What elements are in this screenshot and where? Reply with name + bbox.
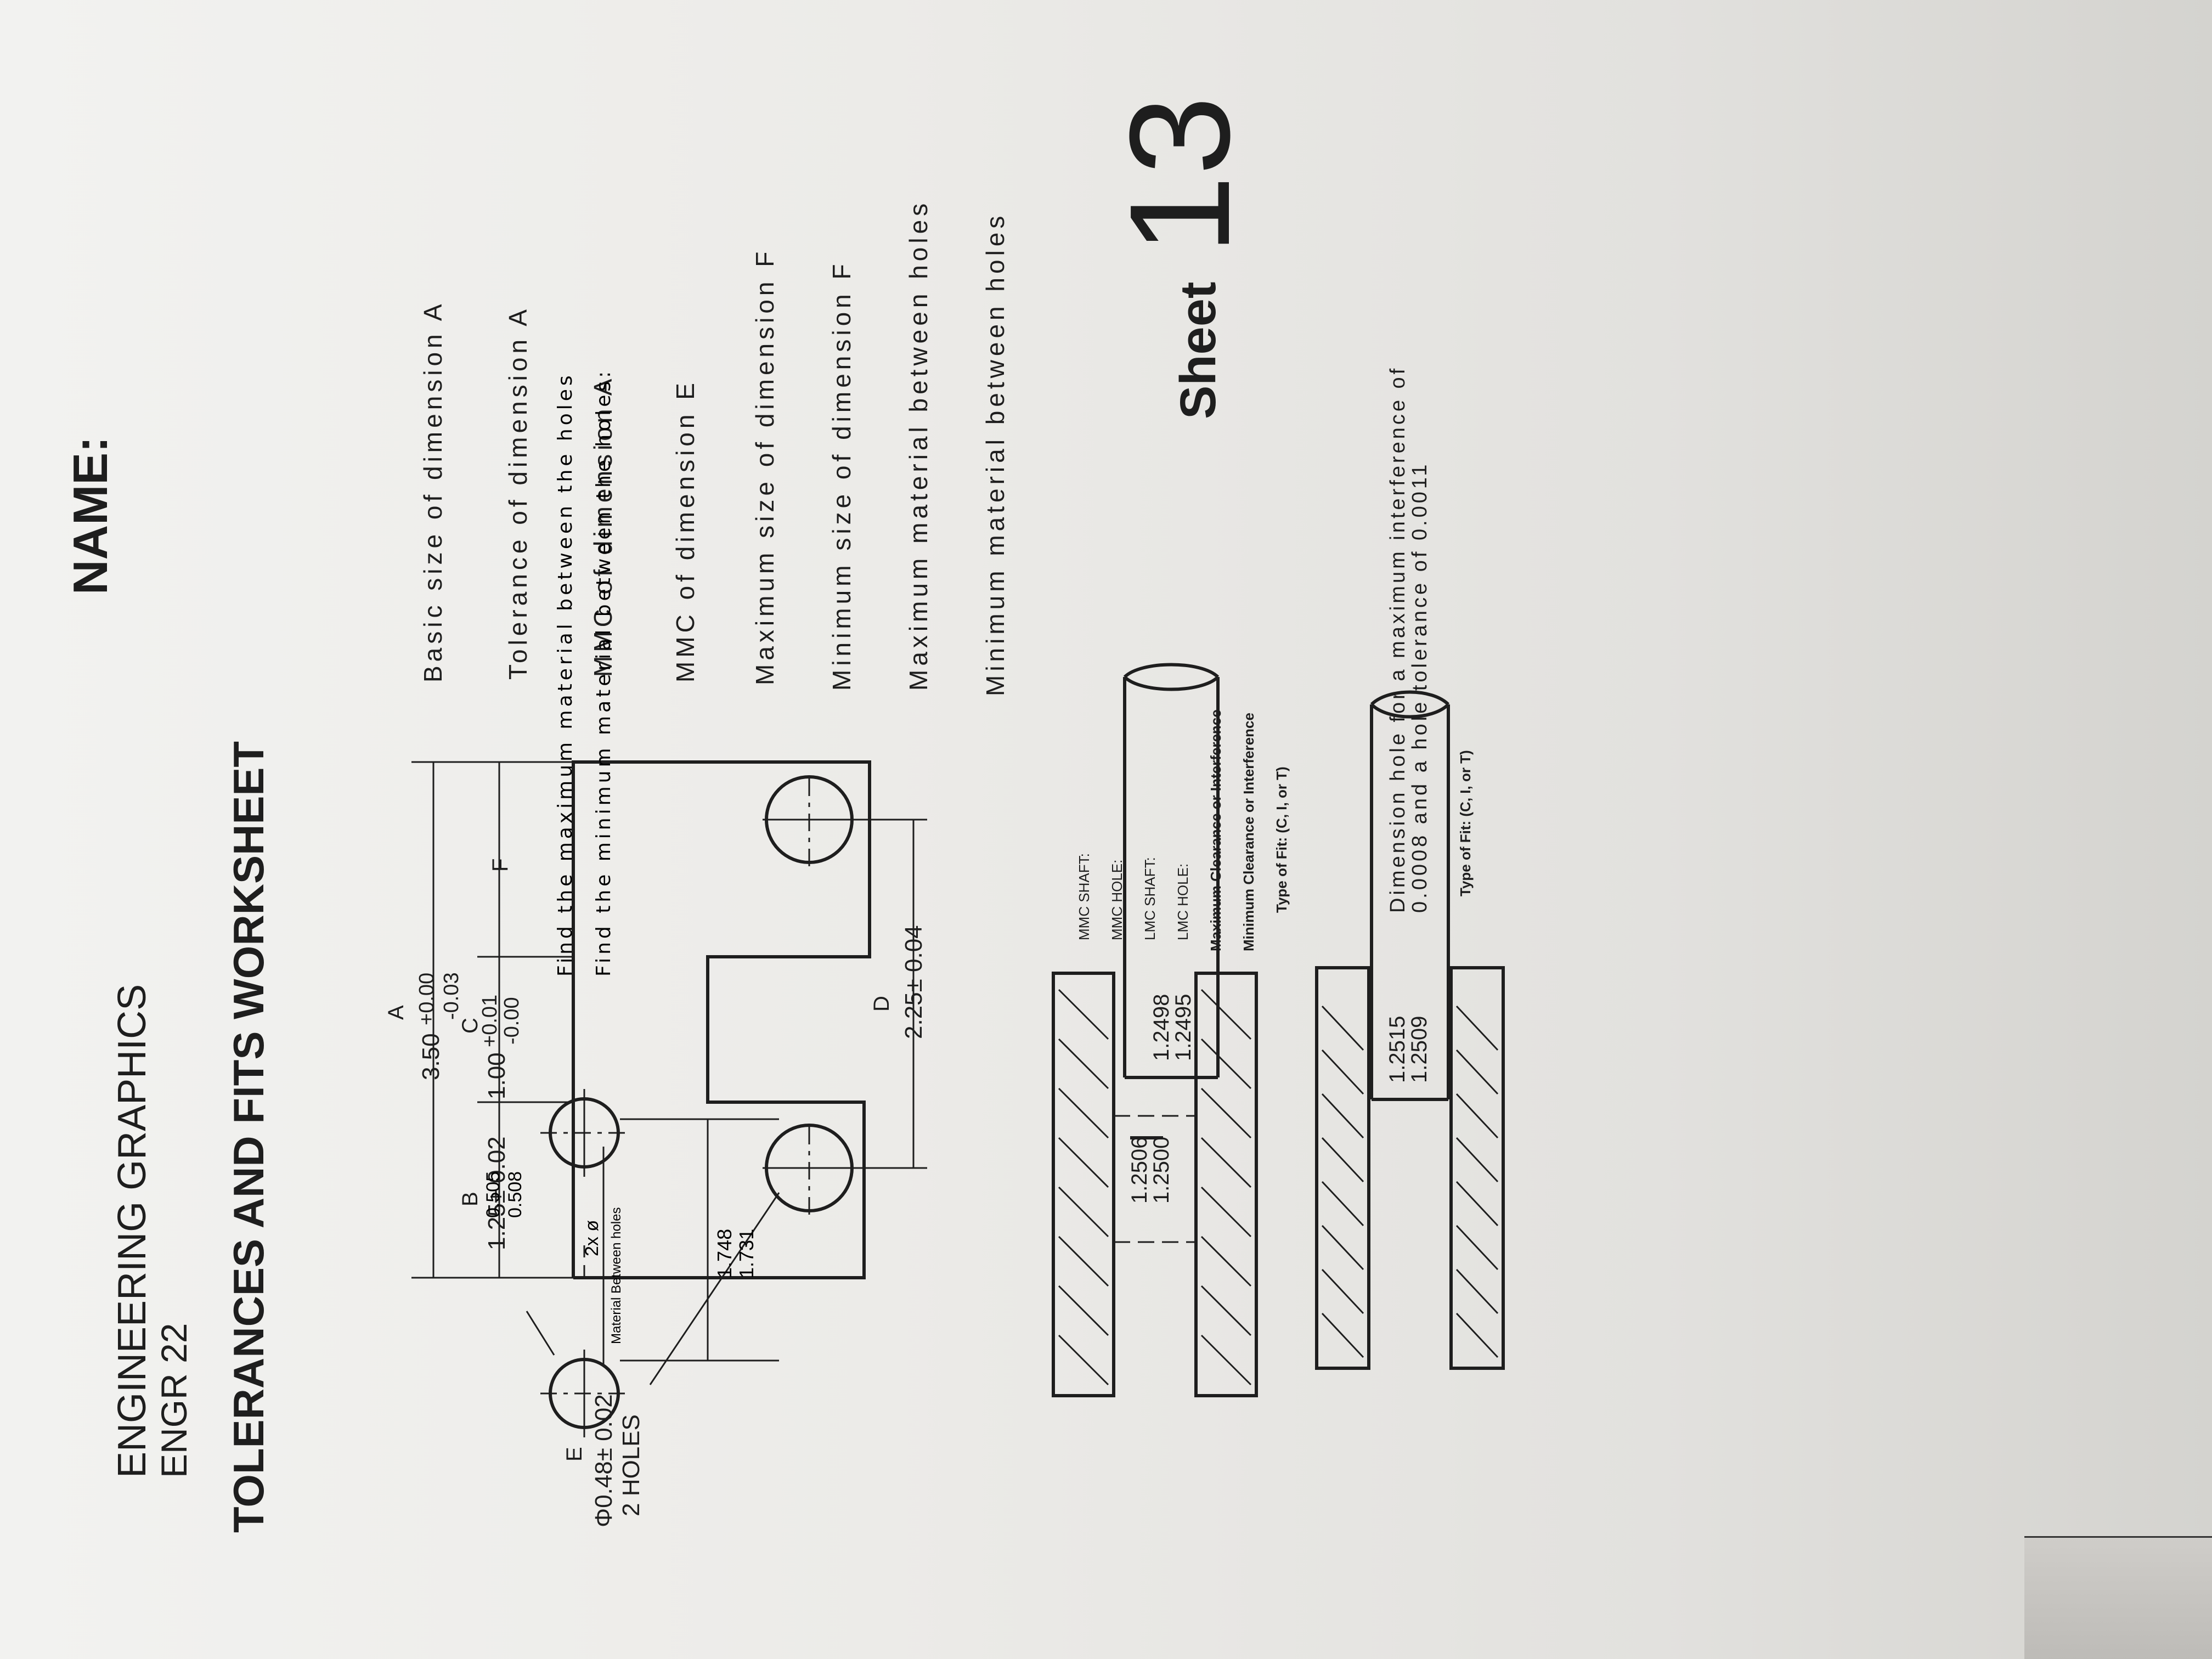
dim-c-text: 1.00	[483, 1052, 510, 1099]
dim-c-upper-text: +0.01	[478, 995, 501, 1047]
fit-1-type-text: Type of Fit: (C, I, or T)	[1273, 766, 1290, 913]
fit-2-instruction-1-text: Dimension hole for a maximum interferenc…	[1386, 366, 1409, 913]
dim-c-lower-text: -0.00	[500, 997, 523, 1045]
q4: MMC of dimension E	[671, 379, 699, 682]
dim-a-upper-text: +0.00	[415, 973, 438, 1025]
holes-spacing-upper: 1.748	[713, 1228, 736, 1278]
fit-1-lmc-hole-text: LMC HOLE:	[1175, 864, 1191, 940]
fit-1-mmc-hole-text: MMC HOLE:	[1109, 860, 1125, 940]
name-label-text: NAME:	[63, 437, 117, 595]
label-f-text: F	[488, 859, 512, 872]
fit-1-lmc-shaft-text: LMC SHAFT:	[1142, 857, 1158, 940]
holes-material-label: Material Between holes	[609, 1207, 624, 1344]
fit-1-hole-upper-text: 1.2506	[1127, 1137, 1152, 1204]
label-c-text: C	[458, 1018, 482, 1034]
q8: Minimum material between holes	[981, 212, 1009, 696]
dim-a-lower-text: -0.03	[440, 972, 463, 1020]
worksheet-title-text: TOLERANCES AND FITS WORKSHEET	[224, 741, 273, 1533]
fit-1-geometry	[1052, 663, 1258, 1397]
fit-2-shaft-lower-text: 1.2509	[1407, 1016, 1431, 1083]
holes-question-max: Find the maximum material between the ho…	[554, 372, 577, 977]
fit-1-shaft-lower-text: 1.2495	[1171, 994, 1195, 1061]
holes-question-min: Find the minimum material between the ho…	[592, 368, 615, 977]
fit-2-instruction-2-text: 0.0008 and a hole tolerance of 0.0011	[1408, 462, 1431, 913]
label-e-text: E	[562, 1447, 586, 1462]
dim-b-text: 1.25± 0.02	[483, 1136, 510, 1250]
fit-1-hatching	[1058, 989, 1252, 1386]
sheet-number-text: 13	[1101, 96, 1260, 255]
fit-2-type-text: Type of Fit: (C, I, or T)	[1457, 750, 1474, 896]
part-dimension-lines	[411, 761, 927, 1385]
course-title-text: ENGINEERING GRAPHICS	[110, 984, 154, 1478]
holes-note: 2x ø	[582, 1220, 602, 1256]
fit-2-shaft-upper-text: 1.2515	[1385, 1016, 1409, 1083]
sheet-label-text: Sheet	[1170, 281, 1226, 419]
fit-2-geometry	[1315, 690, 1505, 1370]
holes-dia-upper: 0.505	[483, 1171, 504, 1218]
fit-1-mmc-shaft-text: MMC SHAFT:	[1076, 853, 1092, 940]
dim-e-text: Φ0.48± 0.02	[590, 1394, 617, 1527]
dim-e-note-text: 2 HOLES	[618, 1414, 645, 1516]
label-d-text: D	[870, 996, 894, 1012]
fit-1-max-clearance-text: Maximum Clearance or Interference	[1207, 709, 1224, 951]
q7: Maximum material between holes	[904, 200, 933, 691]
fit-1-min-clearance-text: Minimum Clearance or Interference	[1240, 713, 1257, 951]
desk-edge	[2024, 1536, 2212, 1659]
fit-1-shaft-upper-text: 1.2498	[1149, 994, 1173, 1061]
fit-1-hole-lower-text: 1.2500	[1149, 1137, 1173, 1204]
holes-dia-lower: 0.508	[505, 1171, 526, 1218]
dim-d-text: 2.25± 0.04	[900, 925, 927, 1039]
dim-a-text: 3.50	[417, 1033, 444, 1080]
label-b-text: B	[458, 1192, 482, 1206]
q1: Basic size of dimension A	[419, 300, 447, 682]
q6: Minimum size of dimension F	[827, 260, 856, 691]
q2: Tolerance of dimension A	[504, 306, 532, 680]
label-a-text: A	[384, 1005, 408, 1020]
holes-spacing-lower: 1.731	[735, 1228, 758, 1278]
course-code-text: ENGR 22	[154, 1323, 194, 1478]
q3: MMC of dimension A	[589, 375, 617, 677]
q5: Maximum size of dimension F	[751, 248, 779, 685]
fit-2-hatching	[1321, 1005, 1499, 1358]
